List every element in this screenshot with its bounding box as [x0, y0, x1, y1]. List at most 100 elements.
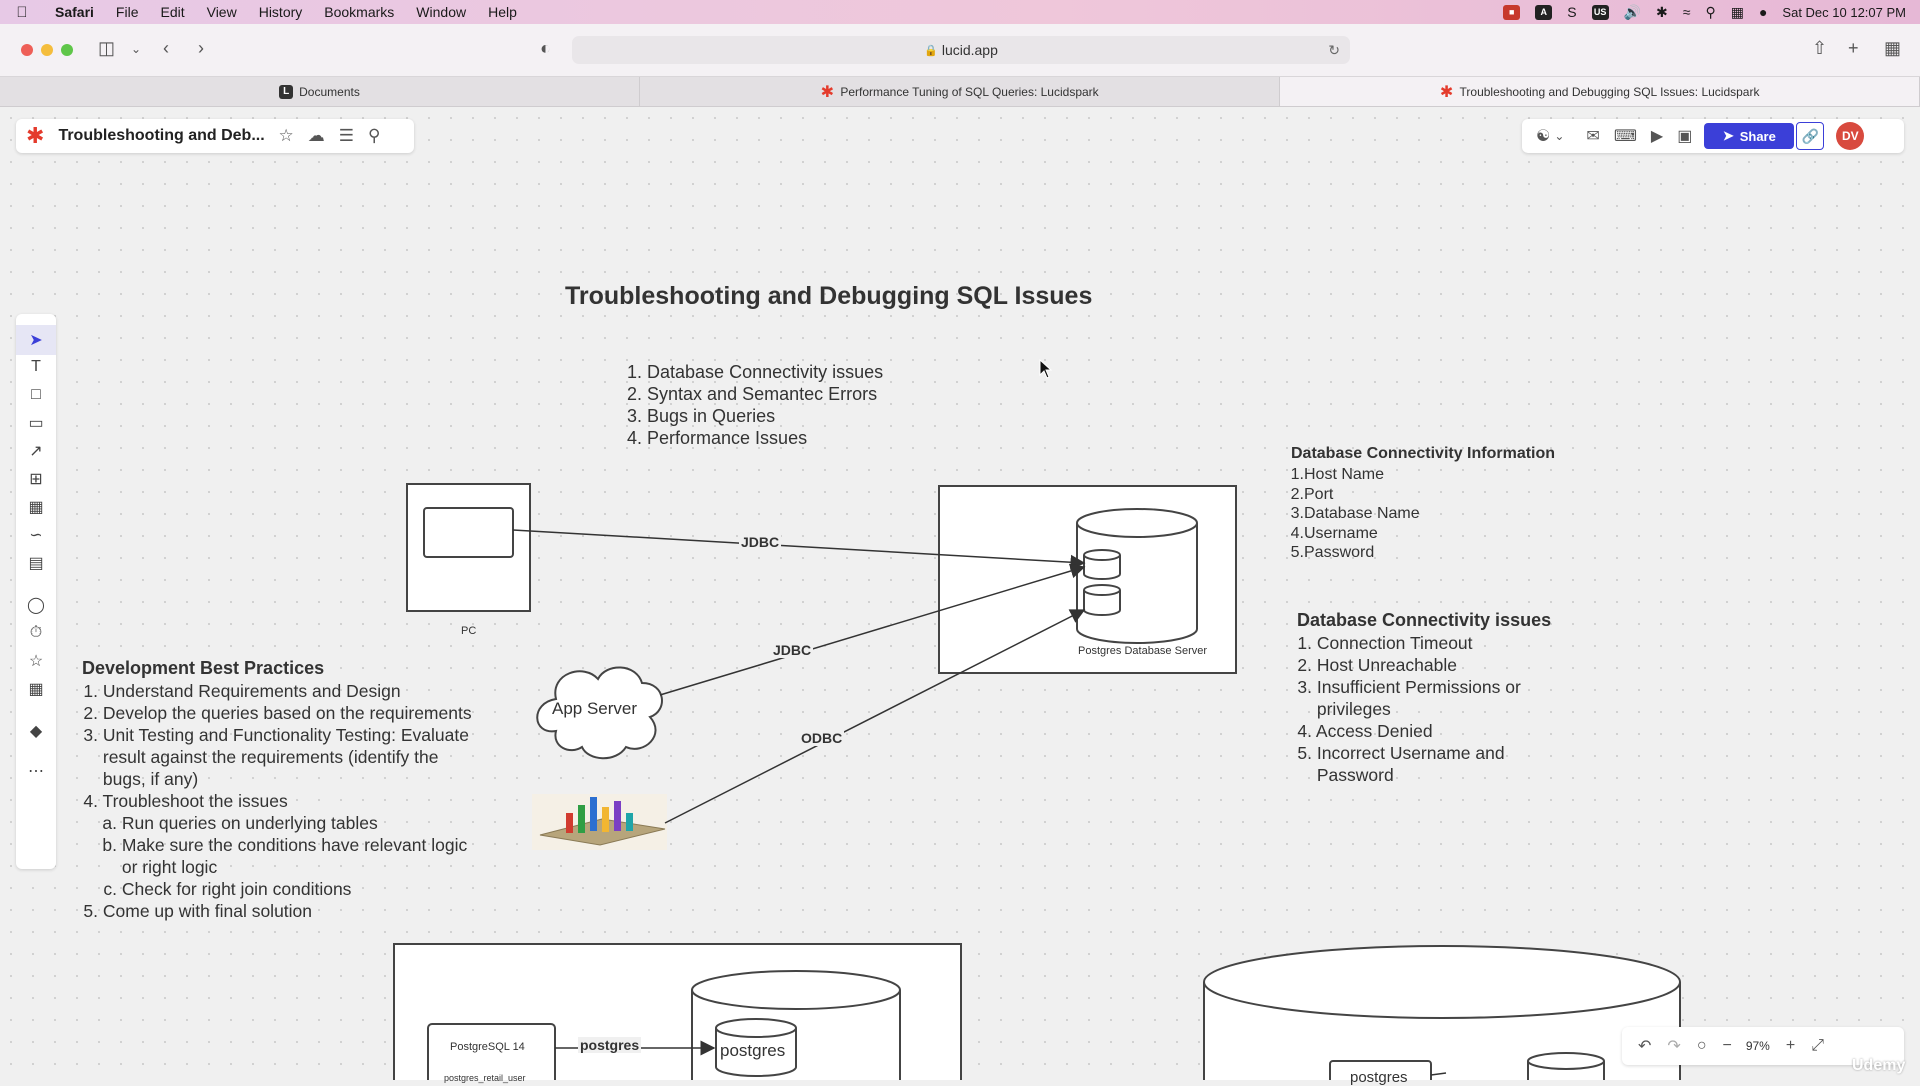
- clock[interactable]: Sat Dec 10 12:07 PM: [1782, 4, 1906, 20]
- template-tool-icon[interactable]: ▤: [28, 555, 44, 572]
- input-source-icon[interactable]: US: [1591, 4, 1609, 20]
- conn-info-list[interactable]: 1.Host Name 2.Port 3.Database Name 4.Use…: [1290, 465, 1420, 563]
- menu-bookmarks[interactable]: Bookmarks: [324, 4, 395, 20]
- menu-safari[interactable]: Safari: [55, 4, 94, 20]
- db-small-cylinder-1[interactable]: [1083, 549, 1121, 580]
- address-bar[interactable]: 🔒 lucid.app ↻: [572, 36, 1350, 64]
- text-tool-icon[interactable]: T: [31, 358, 41, 375]
- search-icon[interactable]: ⚲: [367, 126, 381, 145]
- line-tool-icon[interactable]: ↗: [29, 443, 43, 460]
- app-server-cloud-shape[interactable]: [536, 666, 663, 760]
- chevron-down-icon[interactable]: ⌄: [1554, 129, 1565, 143]
- video-call-icon[interactable]: ▣: [1677, 128, 1693, 145]
- reactions-tool-icon[interactable]: ☆: [28, 653, 44, 670]
- edge-pc-to-db[interactable]: [512, 529, 1086, 570]
- forward-icon[interactable]: ›: [198, 38, 204, 58]
- zoom-in-icon[interactable]: +: [1785, 1037, 1796, 1054]
- s-status-icon[interactable]: S: [1567, 4, 1577, 20]
- edge-label-odbc[interactable]: ODBC: [799, 730, 845, 746]
- sidebar-toggle-icon[interactable]: ◫: [98, 38, 116, 58]
- sticky-note-tool-icon[interactable]: □: [31, 386, 41, 403]
- autocad-status-icon[interactable]: A: [1535, 4, 1553, 20]
- edge-chart-to-db[interactable]: [664, 609, 1086, 824]
- star-icon[interactable]: ☆: [278, 126, 294, 145]
- edge-label-jdbc[interactable]: JDBC: [739, 534, 782, 550]
- wifi-icon[interactable]: ≈: [1682, 4, 1691, 20]
- minimap-icon[interactable]: ○: [1696, 1037, 1707, 1054]
- new-tab-icon[interactable]: +: [1848, 38, 1859, 58]
- spotlight-search-icon[interactable]: ⚲: [1705, 3, 1716, 20]
- edge-label-jdbc[interactable]: JDBC: [771, 642, 814, 658]
- share-page-icon[interactable]: ⇧: [1812, 38, 1828, 58]
- chart-clipart-image[interactable]: [532, 794, 667, 850]
- minimize-window-button[interactable]: [41, 44, 53, 56]
- menu-icon[interactable]: ☰: [338, 126, 354, 145]
- conn-issues-list[interactable]: 1. Connection Timeout 2. Host Unreachabl…: [1296, 632, 1520, 786]
- back-icon[interactable]: ‹: [163, 38, 169, 58]
- menu-view[interactable]: View: [206, 4, 237, 20]
- select-tool-icon[interactable]: ➤: [16, 325, 56, 355]
- volume-icon[interactable]: 🔊: [1623, 3, 1642, 20]
- chat-icon[interactable]: ⌨: [1613, 128, 1637, 145]
- edge-label-postgres[interactable]: postgres: [578, 1037, 642, 1053]
- share-button[interactable]: ➤ Share: [1704, 123, 1795, 149]
- tab-overview-icon[interactable]: ▦: [1884, 38, 1902, 58]
- undo-icon[interactable]: ↶: [1638, 1038, 1652, 1055]
- apple-menu-icon[interactable]: : [0, 4, 44, 21]
- best-practices-list[interactable]: 1. Understand Requirements and Design 2.…: [82, 680, 471, 922]
- lucidspark-logo-icon[interactable]: ✱: [26, 123, 45, 148]
- avatar[interactable]: DV: [1836, 122, 1865, 150]
- table-tool-icon[interactable]: ▦: [28, 681, 44, 698]
- fullscreen-icon[interactable]: ⤢: [1811, 1037, 1825, 1054]
- control-center-icon[interactable]: ▦: [1730, 3, 1744, 20]
- tab-documents[interactable]: L Documents: [0, 77, 640, 106]
- tab-performance-tuning[interactable]: ✱ Performance Tuning of SQL Queries: Luc…: [640, 77, 1280, 106]
- best-practices-heading[interactable]: Development Best Practices: [82, 658, 325, 678]
- pen-tool-icon[interactable]: ∽: [29, 527, 43, 544]
- large-db-cylinder[interactable]: [1203, 945, 1681, 1080]
- chevron-down-icon[interactable]: ⌄: [131, 42, 142, 56]
- close-window-button[interactable]: [21, 44, 33, 56]
- menu-window[interactable]: Window: [416, 4, 467, 20]
- db-small-cylinder-2[interactable]: [1083, 584, 1121, 616]
- zoom-window-button[interactable]: [61, 44, 73, 56]
- collaborators-icon[interactable]: ☯: [1536, 128, 1551, 145]
- tab-troubleshooting[interactable]: ✱ Troubleshooting and Debugging SQL Issu…: [1280, 77, 1920, 106]
- more-tools-icon[interactable]: ⋯: [28, 763, 44, 780]
- menu-edit[interactable]: Edit: [160, 4, 185, 20]
- conn-issues-heading[interactable]: Database Connectivity issues: [1297, 610, 1552, 630]
- document-title[interactable]: Troubleshooting and Deb...: [58, 127, 265, 144]
- rectangle-tool-icon[interactable]: ▭: [28, 415, 44, 432]
- pc-screen-shape[interactable]: [423, 507, 514, 558]
- postgresql-client-shape[interactable]: [427, 1023, 556, 1080]
- whiteboard-canvas[interactable]: ✱ Troubleshooting and Deb... ☆ ☁ ☰ ⚲ ☯ ⌄…: [0, 107, 1920, 1086]
- integrations-tool-icon[interactable]: ◆: [29, 723, 43, 740]
- image-tool-icon[interactable]: ▦: [28, 499, 44, 516]
- postgres-db-cylinder[interactable]: [715, 1018, 797, 1077]
- app-status-icon[interactable]: ■: [1503, 4, 1521, 20]
- conn-info-heading[interactable]: Database Connectivity Information: [1291, 445, 1556, 462]
- menu-help[interactable]: Help: [488, 4, 517, 20]
- redo-icon[interactable]: ↷: [1667, 1038, 1681, 1055]
- edge-appserver-to-db[interactable]: [659, 563, 1086, 696]
- frame-tool-icon[interactable]: ⊞: [29, 471, 43, 488]
- present-icon[interactable]: ▶: [1650, 128, 1664, 145]
- timer-tool-icon[interactable]: ⏱: [29, 624, 43, 641]
- diagram-title[interactable]: Troubleshooting and Debugging SQL Issues: [565, 282, 1093, 310]
- siri-icon[interactable]: ●: [1758, 4, 1768, 20]
- issues-list[interactable]: 1. Database Connectivity issues 2. Synta…: [624, 361, 883, 449]
- cloud-saved-icon[interactable]: ☁: [307, 126, 325, 145]
- copy-link-icon[interactable]: 🔗: [1796, 122, 1825, 150]
- privacy-shield-icon[interactable]: ◐: [540, 38, 551, 58]
- menu-history[interactable]: History: [258, 4, 303, 20]
- zoom-level[interactable]: 97%: [1745, 1039, 1770, 1053]
- small-db-cylinder-bottom[interactable]: [1527, 1052, 1605, 1080]
- edge-postgres-box[interactable]: [1430, 1072, 1447, 1076]
- reload-icon[interactable]: ↻: [1328, 41, 1340, 58]
- zoom-out-icon[interactable]: −: [1722, 1037, 1732, 1054]
- shapes-tool-icon[interactable]: ◯: [27, 597, 45, 614]
- menu-file[interactable]: File: [115, 4, 139, 20]
- comments-icon[interactable]: ✉: [1586, 128, 1600, 145]
- bluetooth-icon[interactable]: ✱: [1656, 3, 1668, 20]
- postgres-box-shape[interactable]: [1329, 1060, 1432, 1080]
